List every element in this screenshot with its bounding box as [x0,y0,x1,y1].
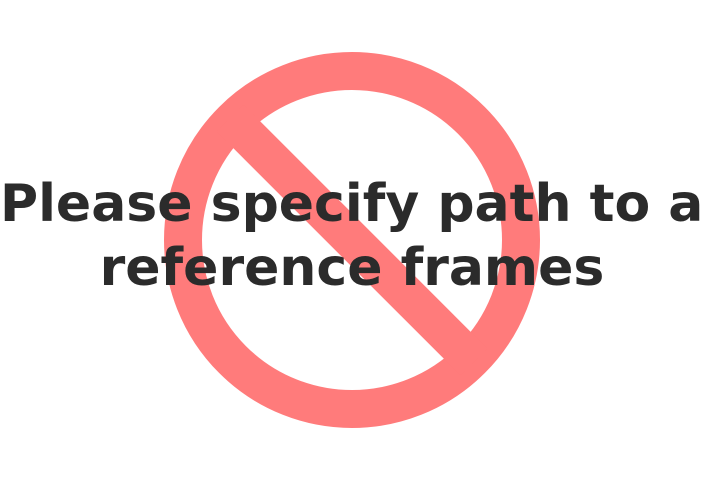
prohibition-ring [164,52,540,428]
error-message-line-2: reference frames [99,238,605,298]
error-message-line-1: Please specify path to all [0,174,704,234]
prohibition-slash [216,104,488,376]
error-message: Please specify path to all reference fra… [0,172,704,300]
